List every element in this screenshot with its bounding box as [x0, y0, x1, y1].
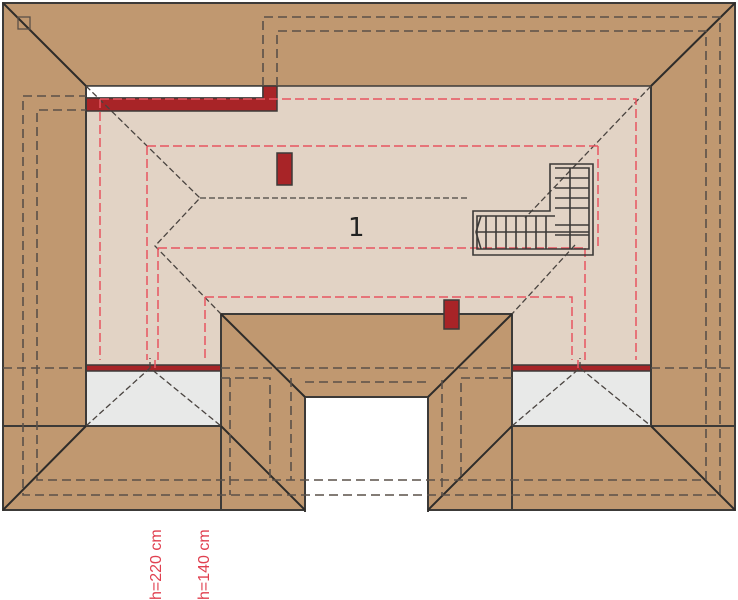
height-line-220cm — [99, 98, 637, 368]
hip-ridges — [2, 2, 736, 511]
staircase — [472, 163, 594, 256]
hidden-ridge-lines — [85, 85, 652, 427]
courtyard-cutout — [305, 397, 428, 512]
marker-square — [17, 16, 31, 30]
eave-line-outer — [3, 16, 735, 496]
room-number-label: 1 — [348, 213, 365, 243]
wall-strip-right — [511, 364, 652, 372]
skylight-left — [85, 367, 222, 427]
chimney-2 — [443, 299, 460, 330]
height-label-140: h=140 cm — [196, 529, 213, 600]
skylight-right — [511, 367, 652, 427]
chimney-1 — [276, 152, 293, 186]
wall-opening — [85, 85, 264, 99]
height-label-220: h=220 cm — [148, 529, 165, 600]
